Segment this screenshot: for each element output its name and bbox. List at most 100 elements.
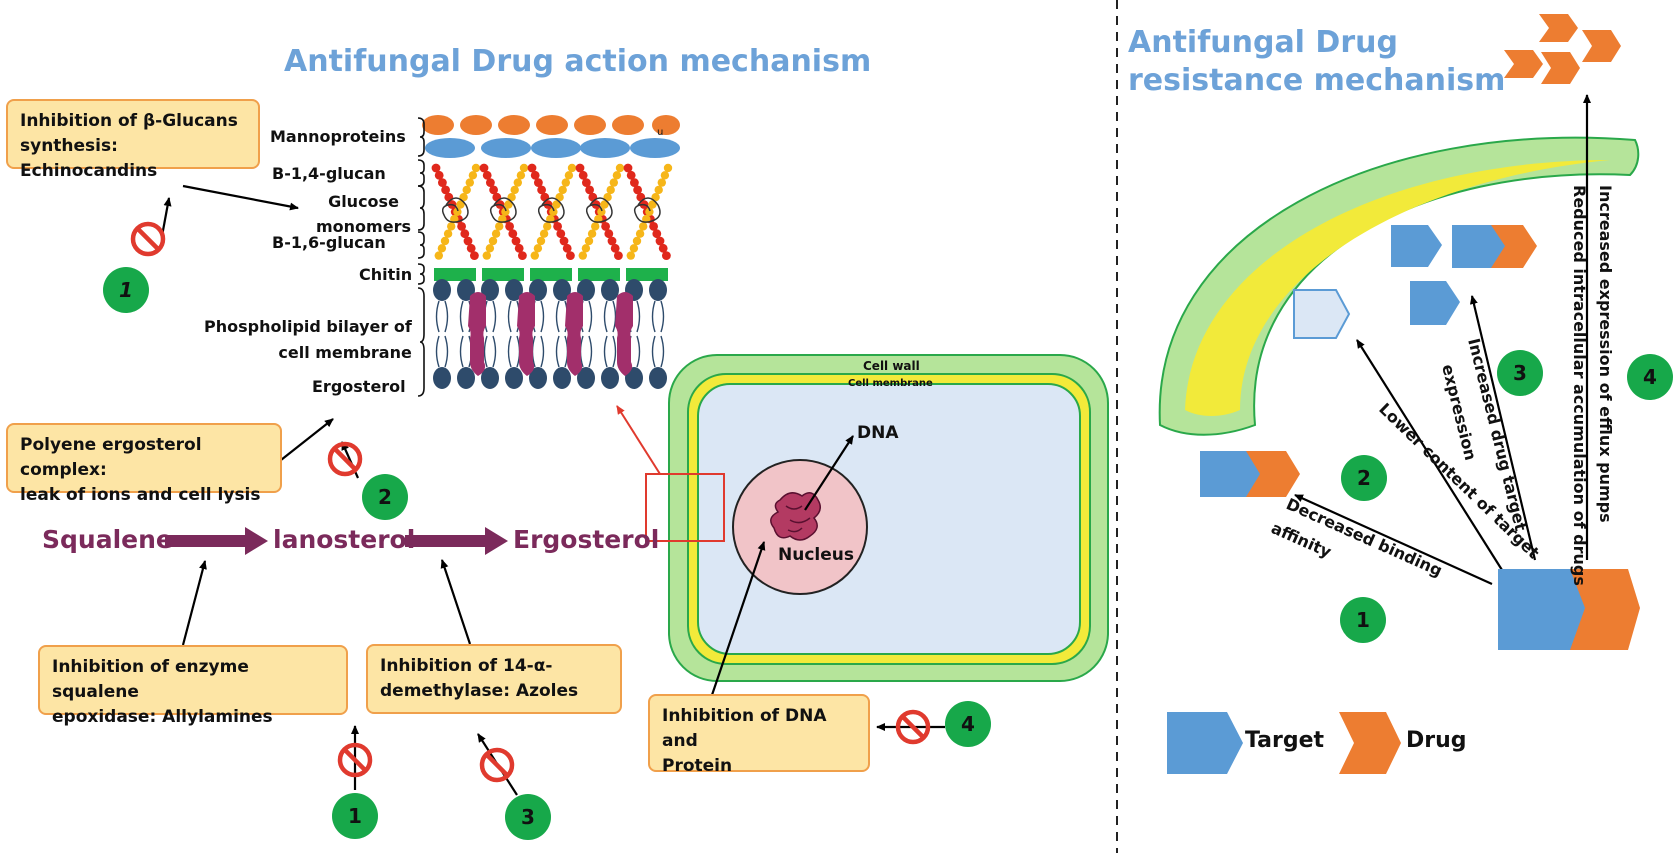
glucan-bead — [582, 178, 591, 188]
no-sign-icon — [895, 709, 931, 745]
number-badge-azoles: 3 — [505, 794, 551, 840]
label-glucose-line1: Glucose — [328, 192, 399, 211]
label-glucose-line2: monomers — [316, 217, 411, 236]
glucan-bead — [633, 185, 642, 195]
glucan-bead — [501, 207, 510, 216]
box-azoles-line2: demethylase: Azoles — [380, 681, 579, 701]
glucan-bead — [662, 251, 671, 260]
box-glucans-line2: synthesis: Echinocandins — [20, 136, 158, 181]
glucan-bead — [649, 222, 658, 231]
lipid-head — [457, 367, 475, 389]
glucan-bead — [447, 222, 456, 231]
glucan-bead — [471, 163, 481, 173]
right-title: Antifungal Drug resistance mechanism — [1128, 24, 1505, 100]
glucose-monomer — [441, 197, 469, 223]
box-allylamines-line1: Inhibition of enzyme squalene — [52, 657, 249, 702]
lipid-head — [649, 279, 667, 301]
res-label-r4a: Increased expression of efflux pumps — [1596, 185, 1615, 523]
glucan-bead — [552, 200, 561, 209]
label-phospholipid-line2: cell membrane — [278, 343, 412, 362]
lipid-tail — [483, 335, 497, 368]
glucan-bead — [437, 244, 447, 253]
box-dna-protein: Inhibition of DNA and Protein — [648, 694, 870, 776]
glucan-bead — [559, 236, 569, 246]
no-sign-icon — [337, 742, 373, 778]
lipid-tail — [507, 335, 521, 368]
glucan-bead — [655, 236, 665, 246]
lipid-head — [433, 279, 451, 301]
glucan-bead — [533, 244, 543, 253]
label-cell-wall: Cell wall — [863, 359, 920, 373]
label-ergosterol: Ergosterol — [312, 377, 406, 396]
no-sign-icon — [327, 441, 363, 477]
no-sign-icons — [130, 221, 931, 783]
glucan-bead — [508, 229, 518, 239]
glucan-bead — [485, 244, 495, 253]
glucan-bead — [443, 229, 453, 238]
glucan-bead — [513, 178, 522, 187]
glucan-bead — [658, 243, 668, 253]
glucan-bead — [489, 185, 498, 195]
glucan-bead — [648, 200, 657, 209]
glucan-bead — [564, 171, 574, 180]
box-allylamines: Inhibition of enzyme squalene epoxidase:… — [38, 645, 348, 727]
glucan-bead — [630, 178, 639, 188]
glucan-bead — [578, 251, 587, 260]
glucan-bead — [510, 185, 519, 195]
lipid-tail — [603, 335, 617, 368]
lipid-head — [601, 279, 619, 301]
glucan-bead — [482, 170, 492, 180]
resistance-arrows — [1294, 94, 1591, 586]
legend-drug-label: Drug — [1406, 728, 1467, 753]
box-dna-line1: Inhibition of DNA and — [662, 706, 827, 751]
glucan-bead — [519, 163, 529, 173]
glucan-bead — [466, 243, 476, 253]
glucan-bead — [539, 229, 549, 238]
glucan-bead — [463, 236, 473, 246]
label-glucose-monomers: Glucose monomers — [316, 189, 411, 239]
ergosterol-molecule — [468, 292, 486, 376]
glucan-bead — [527, 163, 537, 173]
lipid-head — [457, 279, 475, 301]
glucan-bead — [629, 244, 639, 253]
glucan-bead — [615, 163, 625, 173]
mannoprotein-layer — [422, 115, 680, 158]
number-badge-dna: 4 — [945, 701, 991, 747]
glucan-bead — [645, 207, 654, 216]
number-badge-res4: 4 — [1627, 354, 1673, 400]
glucose-monomer — [489, 197, 517, 223]
glucan-bead — [456, 200, 465, 209]
lipid-head — [577, 367, 595, 389]
lipid-head — [505, 367, 523, 389]
res-label-r4b: Reduced intracellular accumulation of dr… — [1570, 185, 1589, 586]
lipid-head — [481, 367, 499, 389]
layer-brackets — [417, 117, 425, 397]
box-polyene-line2: leak of ions and cell lysis — [20, 485, 261, 505]
number-badge-polyene: 2 — [362, 474, 408, 520]
box-allylamines-line2: epoxidase: Allylamines — [52, 707, 273, 727]
glucan-bead — [639, 222, 648, 231]
legend-drug-icon — [1339, 712, 1401, 774]
lipid-tail — [459, 335, 473, 368]
glucan-bead — [441, 185, 450, 195]
pathway-lanosterol: lanosterol — [273, 525, 416, 554]
glucan-bead — [584, 236, 594, 246]
label-phospholipid: Phospholipid bilayer of cell membrane — [204, 314, 412, 366]
glucan-bead — [516, 171, 526, 180]
label-b14-glucan: B-1,4-glucan — [272, 164, 386, 183]
glucan-bead — [587, 229, 597, 238]
label-mannoproteins: Mannoproteins — [270, 127, 406, 146]
glucan-bead — [537, 185, 546, 195]
lipid-head — [553, 367, 571, 389]
glucan-bead — [460, 229, 470, 239]
lipid-head — [433, 367, 451, 389]
glucan-bead — [663, 163, 673, 173]
pathway-ergosterol: Ergosterol — [513, 525, 660, 554]
box-glucans-inhibition: Inhibition of β-Glucans synthesis: Echin… — [6, 99, 260, 181]
glucan-bead — [626, 251, 635, 260]
glucan-bead — [600, 200, 609, 209]
right-title-line1: Antifungal Drug — [1128, 25, 1398, 60]
lipid-tail — [555, 335, 569, 368]
glucan-bead — [556, 229, 566, 239]
